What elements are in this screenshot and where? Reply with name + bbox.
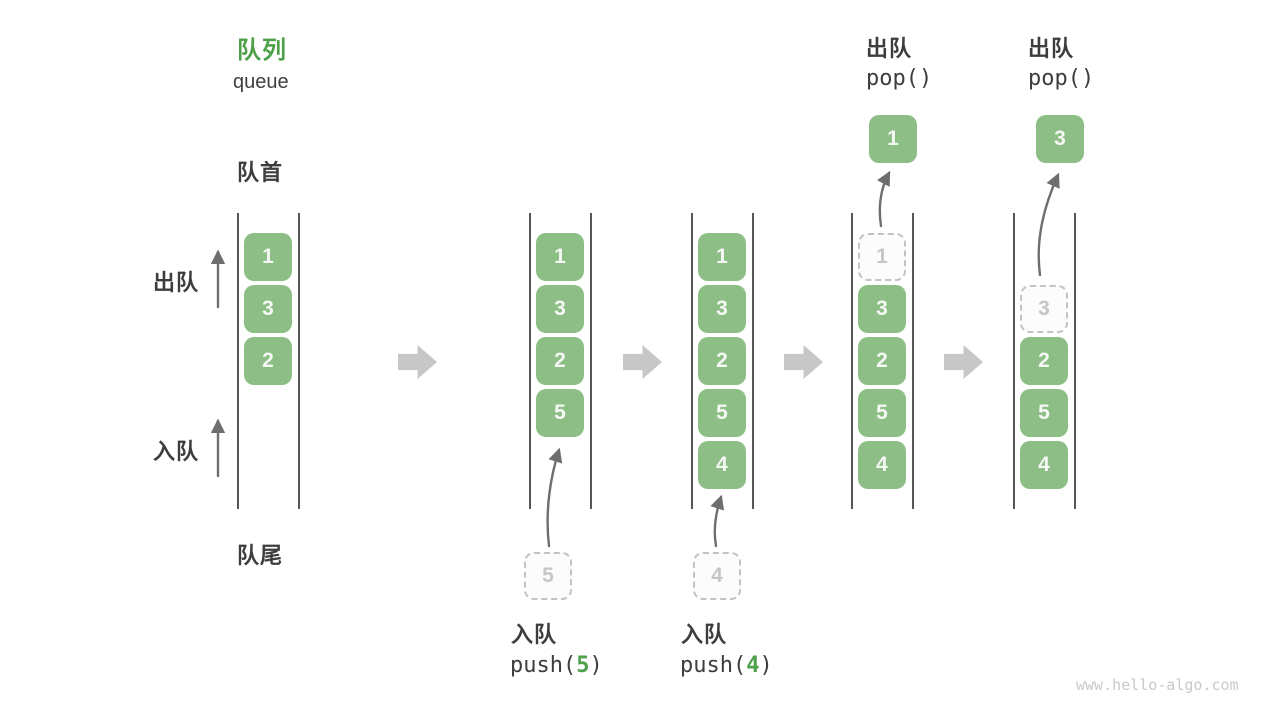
removed-cell-ghost: 3	[1020, 285, 1068, 333]
queue-state-initial: 1 3 2	[237, 213, 300, 509]
page-title: 队列	[237, 37, 287, 64]
popped-cell-second: 3	[1036, 115, 1084, 163]
queue-state-after-push4: 1 3 2 5 4	[691, 213, 754, 509]
pop2-op-label: 出队	[1028, 36, 1075, 61]
next-state-arrow-icon	[784, 345, 823, 379]
popped-cell-first: 1	[869, 115, 917, 163]
queue-cell: 2	[536, 337, 584, 385]
queue-front-label: 队首	[237, 160, 284, 185]
queue-cell: 3	[858, 285, 906, 333]
queue-cell: 2	[858, 337, 906, 385]
push4-call-pre: push(	[680, 653, 747, 678]
queue-state-after-pop3: 3 2 5 4	[1013, 213, 1076, 509]
queue-cell: 1	[698, 233, 746, 281]
enqueue-side-label: 入队	[153, 439, 200, 464]
push4-call-arg: 4	[746, 653, 760, 678]
queue-cell: 2	[698, 337, 746, 385]
watermark: www.hello-algo.com	[1076, 676, 1239, 694]
push5-call-pre: push(	[510, 653, 577, 678]
queue-cell: 5	[858, 389, 906, 437]
push5-op-label: 入队	[511, 622, 558, 647]
queue-cell: 1	[536, 233, 584, 281]
queue-cell: 3	[536, 285, 584, 333]
removed-cell-ghost: 1	[858, 233, 906, 281]
push5-call-post: )	[589, 653, 603, 678]
push5-call-arg: 5	[576, 653, 590, 678]
push4-call-post: )	[759, 653, 773, 678]
queue-rear-label: 队尾	[237, 543, 284, 568]
pop1-op-label: 出队	[866, 36, 913, 61]
queue-cell: 3	[698, 285, 746, 333]
push5-op-call: push(5)	[510, 653, 603, 678]
queue-cell: 4	[858, 441, 906, 489]
next-state-arrow-icon	[623, 345, 662, 379]
next-state-arrow-icon	[398, 345, 437, 379]
queue-cell: 5	[536, 389, 584, 437]
queue-cell: 2	[1020, 337, 1068, 385]
staged-cell-push5: 5	[524, 552, 572, 600]
queue-cell: 3	[244, 285, 292, 333]
queue-cell: 4	[1020, 441, 1068, 489]
queue-cell: 1	[244, 233, 292, 281]
queue-cell: 5	[698, 389, 746, 437]
queue-cell: 4	[698, 441, 746, 489]
queue-state-after-push5: 1 3 2 5	[529, 213, 592, 509]
next-state-arrow-icon	[944, 345, 983, 379]
push4-op-call: push(4)	[680, 653, 773, 678]
push4-op-label: 入队	[681, 622, 728, 647]
dequeue-side-label: 出队	[153, 270, 200, 295]
queue-cell: 5	[1020, 389, 1068, 437]
queue-cell: 2	[244, 337, 292, 385]
page-subtitle: queue	[233, 71, 289, 93]
queue-state-after-pop1: 1 3 2 5 4	[851, 213, 914, 509]
pop2-op-call: pop()	[1028, 66, 1095, 91]
pop1-op-call: pop()	[866, 66, 933, 91]
staged-cell-push4: 4	[693, 552, 741, 600]
